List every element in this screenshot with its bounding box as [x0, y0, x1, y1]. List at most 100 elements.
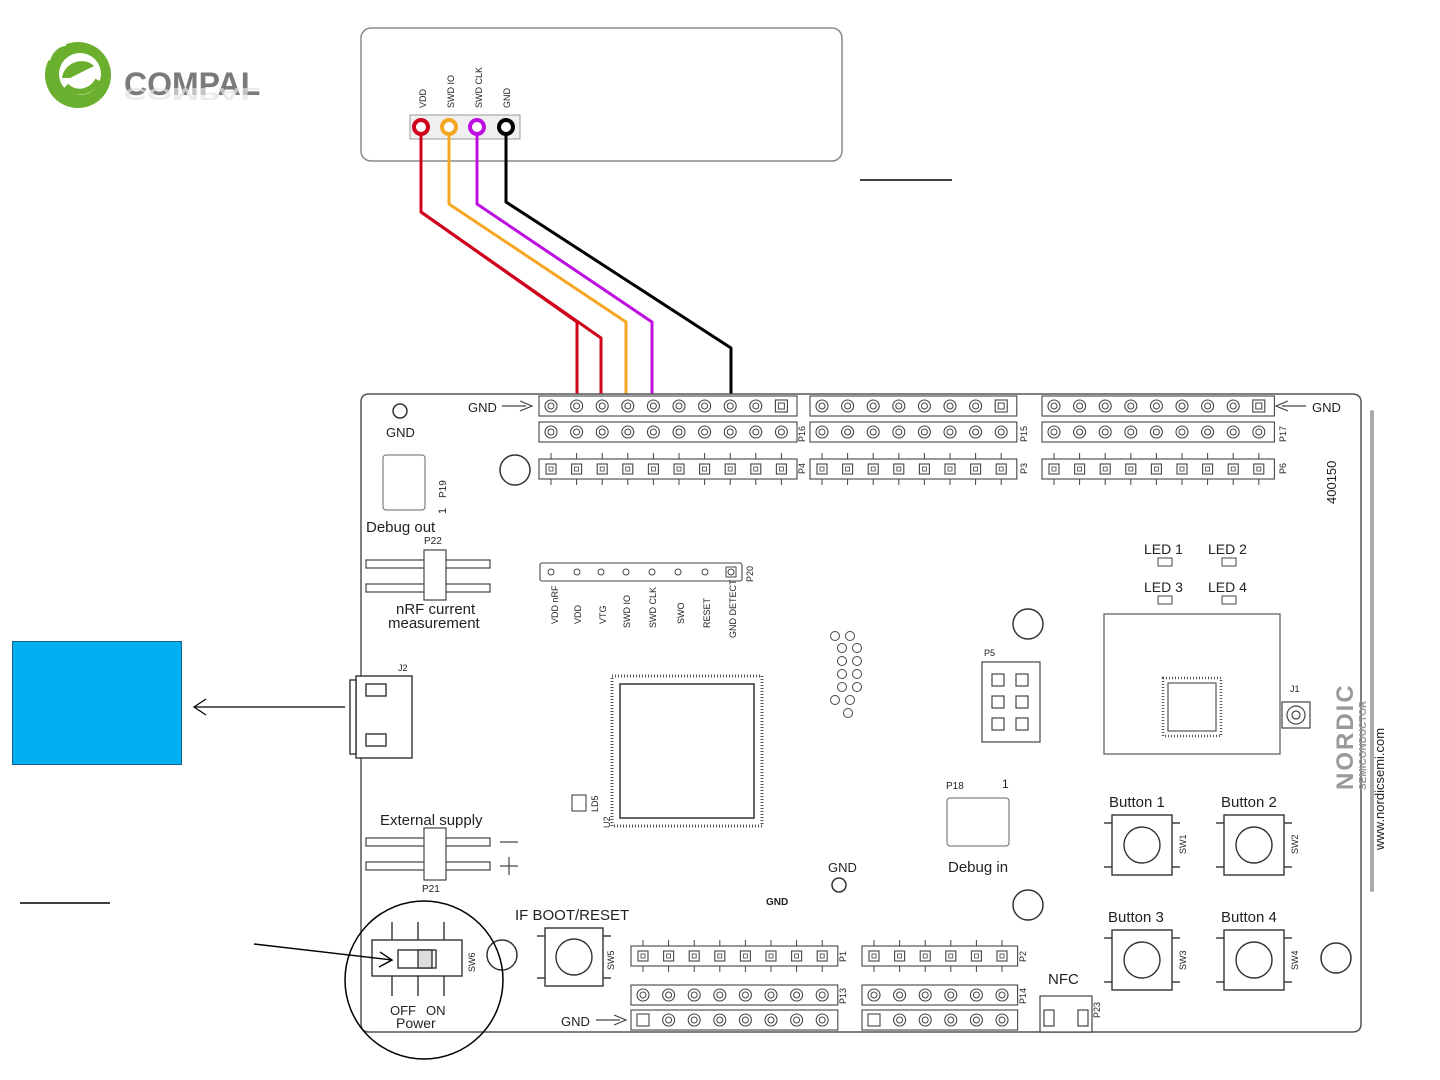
usb-connector-j2 [349, 675, 413, 759]
p19-label: P19 [438, 480, 449, 498]
button2-label: Button 2 [1221, 794, 1277, 811]
p20-pin-vdd: VDD [573, 604, 583, 624]
pin-swdclk [468, 118, 486, 136]
mounting-holes [392, 403, 1352, 974]
p5-header [981, 661, 1041, 743]
p18-header [946, 797, 1010, 847]
p18-pin1-label: 1 [1002, 777, 1009, 791]
power-label: Power [396, 1015, 436, 1031]
button4-label: Button 4 [1221, 909, 1277, 926]
p19-header [382, 454, 426, 511]
external-supply-label: External supply [380, 812, 483, 829]
p20-label: P20 [745, 566, 755, 582]
ld5-label: LD5 [590, 795, 600, 812]
nrf-current-label-2: measurement [388, 615, 481, 632]
programmer-box [360, 27, 843, 162]
p20-pin-reset: RESET [702, 597, 712, 628]
power-switch-sw6 [371, 922, 463, 996]
gnd-top-left-label: GND [468, 400, 497, 415]
sw4-label: SW4 [1290, 950, 1300, 970]
sw1-label: SW1 [1178, 834, 1188, 854]
led4-label: LED 4 [1208, 579, 1247, 595]
programmer-pin-labels: VDD SWD IO SWD CLK GND [418, 67, 512, 108]
u2-label: U2 [602, 816, 612, 828]
pin-swdio [440, 118, 458, 136]
p23-label: P23 [1092, 1002, 1102, 1018]
off-label: OFF [390, 1003, 416, 1018]
nfc-connector-p23 [1039, 995, 1093, 1033]
p5-label: P5 [984, 648, 995, 658]
p22-label: P22 [424, 536, 442, 547]
p20-pin-swdclk: SWD CLK [648, 587, 658, 628]
user-buttons [537, 814, 1292, 991]
led-ld5 [571, 794, 587, 812]
sw5-label: SW5 [606, 950, 616, 970]
pin-label-gnd: GND [502, 88, 512, 109]
p1-label: P1 [838, 951, 848, 962]
chip-u2 [610, 674, 764, 828]
p3-label: P3 [1019, 463, 1029, 474]
debug-in-label: Debug in [948, 859, 1008, 876]
p16-label: P16 [797, 426, 807, 442]
blue-highlight-box [12, 641, 182, 765]
button1-label: Button 1 [1109, 794, 1165, 811]
sw3-label: SW3 [1178, 950, 1188, 970]
compal-logo-icon [45, 42, 111, 108]
pin-vdd [412, 118, 430, 136]
p22-jumper [365, 549, 491, 601]
p2-label: P2 [1018, 951, 1028, 962]
semiconductor-text: SEMICONDUCTOR [1358, 700, 1369, 790]
led3-label: LED 3 [1144, 579, 1183, 595]
p20-pin-swo: SWO [676, 603, 686, 625]
j1-label: J1 [1290, 684, 1300, 694]
p18-label: P18 [946, 781, 964, 792]
board-id-label: 400150 [1324, 461, 1339, 504]
power-switch-highlight-circle [344, 900, 504, 1060]
gnd-hole-label: GND [386, 425, 415, 440]
nordic-logo-text: NORDIC [1332, 683, 1359, 790]
p19-pin1-label: 1 [437, 508, 449, 514]
if-boot-reset-button [544, 927, 604, 987]
pad-array [830, 631, 862, 718]
button3-label: Button 3 [1108, 909, 1164, 926]
p6-label: P6 [1278, 463, 1288, 474]
p20-pin-vtg: VTG [598, 605, 608, 624]
on-label: ON [426, 1003, 446, 1018]
leds [1157, 557, 1237, 605]
pin-headers [391, 395, 1306, 1031]
p21-label: P21 [422, 884, 440, 895]
gnd-top-right-label: GND [1312, 400, 1341, 415]
arrow-to-power-switch [253, 943, 394, 968]
compal-logo-text: COMPAL [124, 66, 261, 102]
sw2-label: SW2 [1290, 834, 1300, 854]
p20-pin-swdio: SWD IO [622, 595, 632, 628]
debug-out-label: Debug out [366, 519, 436, 536]
p20-pin-vdd-nrf: VDD nRF [550, 585, 560, 624]
p17-label: P17 [1278, 426, 1288, 442]
p20-pin-gnd-detect: GND DETECT [728, 579, 738, 638]
j2-label: J2 [398, 663, 408, 673]
nfc-label: NFC [1048, 971, 1079, 988]
arrow-to-blue-box [192, 698, 345, 716]
p13-label: P13 [838, 988, 848, 1004]
gnd-mid-label: GND [828, 860, 857, 875]
p21-jumper [365, 827, 518, 881]
gnd-small-label: GND [766, 897, 788, 908]
pin-label-swdclk: SWD CLK [474, 67, 484, 108]
led2-label: LED 2 [1208, 541, 1247, 557]
antenna-j1 [1281, 701, 1311, 729]
p14-label: P14 [1018, 988, 1028, 1004]
programmer-pins [412, 118, 515, 136]
p15-label: P15 [1019, 426, 1029, 442]
gnd-bottom-label: GND [561, 1014, 590, 1029]
if-boot-reset-label: IF BOOT/RESET [515, 907, 629, 924]
p4-label: P4 [797, 463, 807, 474]
pin-gnd [497, 118, 515, 136]
sw6-label: SW6 [467, 952, 477, 972]
nrf-current-label-1: nRF current [396, 601, 476, 618]
pin-label-swdio: SWD IO [446, 75, 456, 108]
module-u1 [1103, 613, 1281, 755]
pin-label-vdd: VDD [418, 88, 428, 108]
nordic-url-text: www.nordicsemi.com [1372, 728, 1387, 851]
